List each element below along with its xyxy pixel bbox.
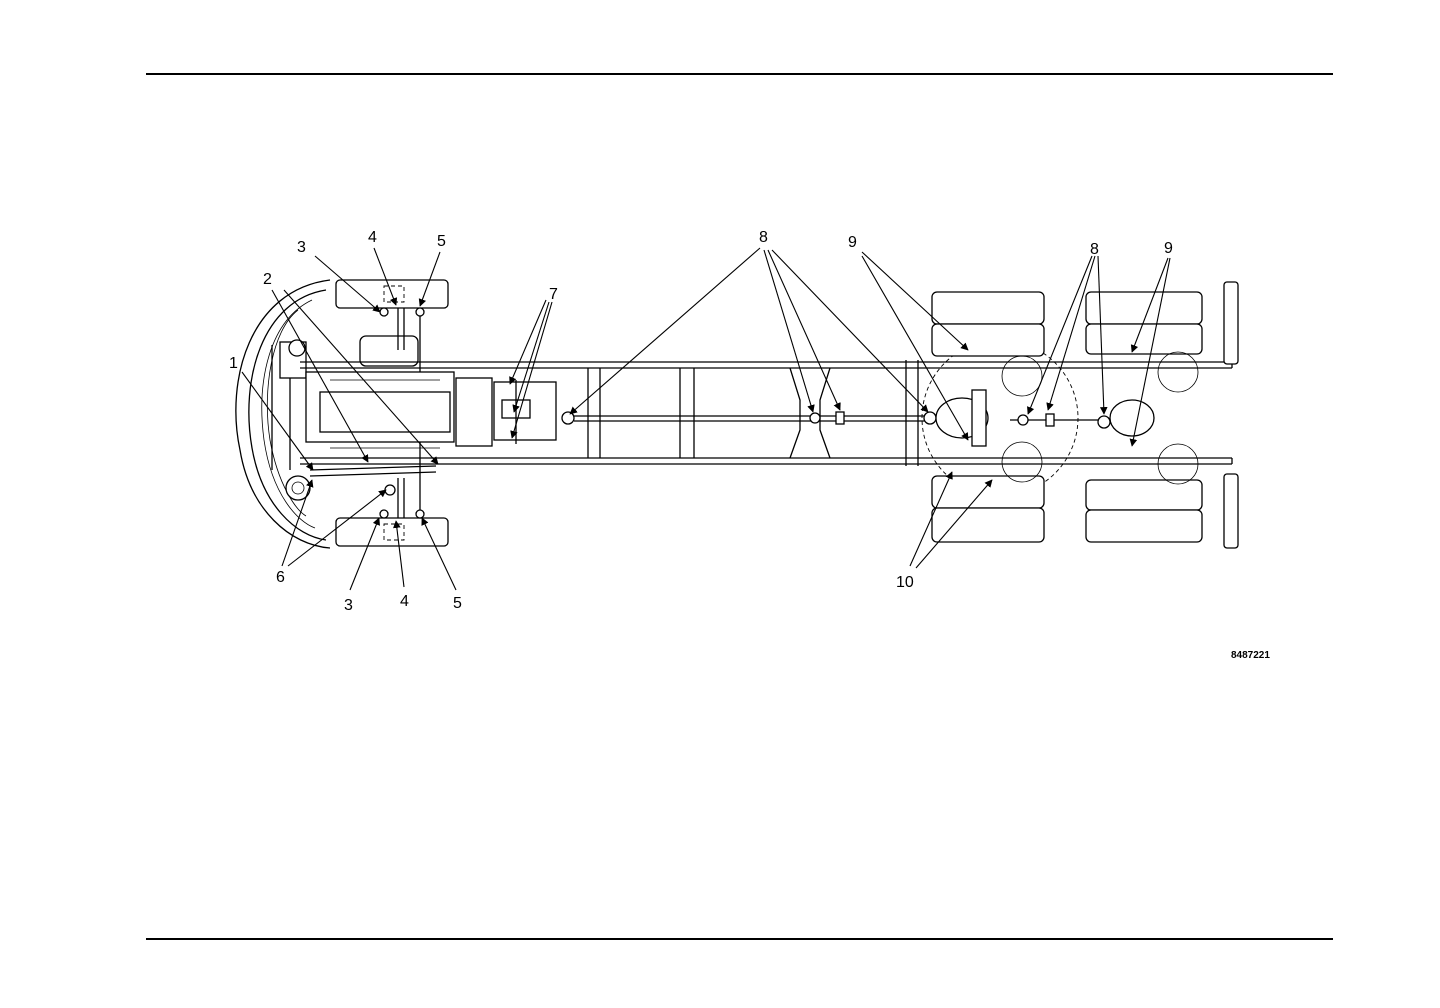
callout-10: 10 [896,574,914,591]
callout-7: 7 [549,286,558,303]
callout-5-bottom: 5 [453,595,462,612]
callout-6: 6 [276,569,285,586]
callout-3-top: 3 [297,239,306,256]
transmission [494,380,574,444]
callout-4-top: 4 [368,229,377,246]
callout-9-right: 9 [1164,240,1173,257]
callout-3-bottom: 3 [344,597,353,614]
callout-9-left: 9 [848,234,857,251]
chassis-drawing [236,280,1238,548]
callout-4-bottom: 4 [400,593,409,610]
callout-8-right: 8 [1090,241,1099,258]
callout-2: 2 [263,271,272,288]
callout-5-top: 5 [437,233,446,250]
driveshaft [574,412,1110,428]
callout-1: 1 [229,355,238,372]
callout-8-left: 8 [759,229,768,246]
engine [306,372,492,448]
crossmembers [588,360,918,466]
figure-id: 8487221 [1231,650,1270,661]
